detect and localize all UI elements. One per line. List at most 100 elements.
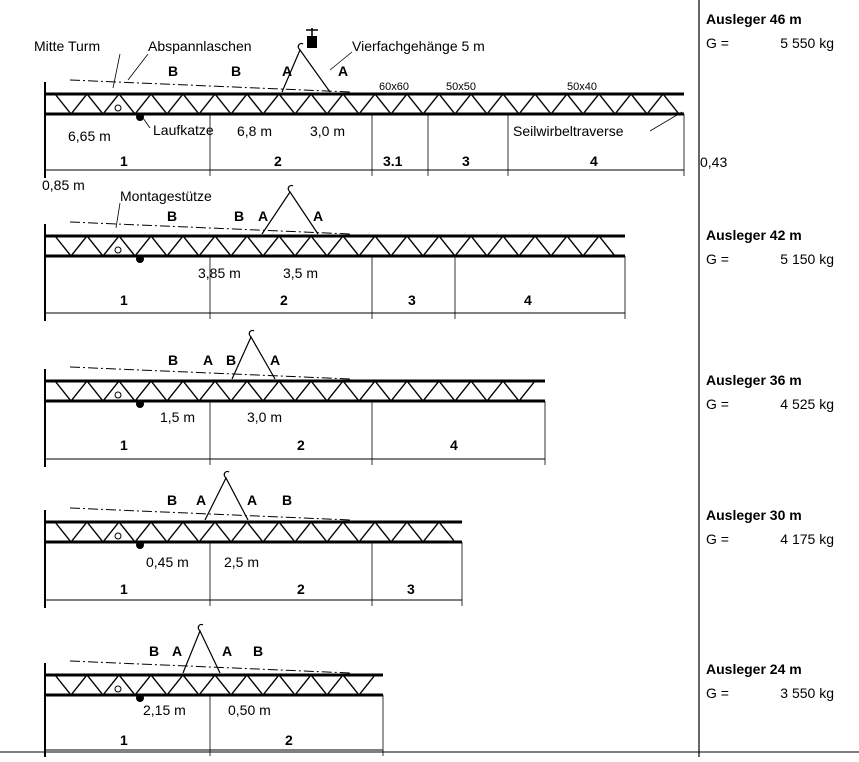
abspannlaschen-label: Abspannlaschen [148,38,252,54]
dim-215-label: 2,15 m [143,702,186,718]
panel-4-weight: 4 175 kg [780,531,834,547]
pin-label: A [222,643,232,659]
segment-label: 3 [408,292,416,308]
dim-35-label: 3,5 m [283,265,318,281]
panel-2-pins: B B A A [167,208,323,224]
tie-bar [69,366,351,380]
segment-label: 2 [285,732,293,748]
segment-label: 3 [462,153,470,169]
panel-2-info: Ausleger 42 m G = 5 150 kg [706,227,834,267]
pin-label: B [167,208,177,224]
pin-label: A [270,352,280,368]
dim-30b-label: 3,0 m [247,409,282,425]
seilwirbeltraverse-label: Seilwirbeltraverse [513,123,624,139]
panel-5-weight-prefix: G = [706,685,729,701]
pin-label: A [172,643,182,659]
section-50x40-label: 50x40 [567,81,597,93]
pin-label: B [234,208,244,224]
panel-2-segments: 1 2 3 4 [120,292,532,308]
sling [231,335,276,380]
panel-2-weight: 5 150 kg [780,251,834,267]
pin-label: A [313,208,323,224]
dim-25-label: 2,5 m [224,554,259,570]
segment-label: 3 [407,581,415,597]
segment-label: 1 [120,732,128,748]
trolley-icon [136,694,144,702]
dim-385-label: 3,85 m [198,265,241,281]
truss-layer [44,42,685,758]
section-50x50-label: 50x50 [446,81,476,93]
tie-bar [69,221,351,235]
pin-label: A [258,208,268,224]
segment-label: 2 [297,437,305,453]
dim-68-label: 6,8 m [237,123,272,139]
panel-3-weight-prefix: G = [706,396,729,412]
offset-085-label: 0,85 m [42,177,85,193]
panel-2-weight-prefix: G = [706,251,729,267]
crane-hook-icon [197,623,204,632]
crane-hook-icon [223,470,230,479]
pin-label: A [247,492,257,508]
panel-1-weight-prefix: G = [706,35,729,51]
laufkatze-label: Laufkatze [153,122,214,138]
segment-label: 3.1 [383,153,403,169]
truss-panel-3 [44,329,546,467]
pin-label: A [203,352,213,368]
panel-4-pins: B A A B [167,492,292,508]
crane-hook-icon [248,329,255,338]
tip-extension-label: 0,43 [700,154,727,170]
montagestuetze-leader [115,202,121,229]
dim-15-label: 1,5 m [160,409,195,425]
truss-panel-5 [44,623,384,758]
sling [204,476,249,521]
trolley-icon [136,113,144,121]
panel-1-segments: 1 2 3.1 3 4 [120,153,598,169]
panel-3-title: Ausleger 36 m [706,372,802,388]
pin-label: A [338,63,348,79]
truss-panel-4 [44,470,463,608]
tie-bar [69,507,351,521]
pin-label: A [196,492,206,508]
support-pin [114,685,122,693]
section-60x60-label: 60x60 [379,81,409,93]
segment-label: 2 [280,292,288,308]
panel-4-info: Ausleger 30 m G = 4 175 kg [706,507,834,547]
segment-label: 2 [274,153,282,169]
sling [261,190,319,235]
seilwirbeltraverse-leader [649,111,683,132]
panel-4-title: Ausleger 30 m [706,507,802,523]
dim-30-label: 3,0 m [310,123,345,139]
mitte-turm-leader [112,53,121,89]
panel-1-pins: B B A A [168,63,348,79]
dim-050-label: 0,50 m [228,702,271,718]
panel-3-pins: B A B A [168,352,280,368]
panel-5-pins: B A A B [149,643,263,659]
pin-label: B [231,63,241,79]
panel-4-segments: 1 2 3 [120,581,415,597]
truss-lacing [54,520,456,544]
support-pin [114,532,122,540]
segment-label: 1 [120,437,128,453]
panel-1-info: Ausleger 46 m G = 5 550 kg [706,11,834,51]
pin-label: B [149,643,159,659]
support-pin [114,104,122,112]
crane-hook-icon [306,28,318,48]
pin-label: B [226,352,236,368]
truss-panel-2 [44,184,626,321]
panel-3-info: Ausleger 36 m G = 4 525 kg [706,372,834,412]
panel-1-title: Ausleger 46 m [706,11,802,27]
abspannlaschen-leader [127,53,149,81]
support-pin [114,246,122,254]
panel-3-weight: 4 525 kg [780,396,834,412]
panel-4-weight-prefix: G = [706,531,729,547]
mitte-turm-label: Mitte Turm [34,38,100,54]
truss-lacing [54,92,680,116]
dim-045-label: 0,45 m [146,554,189,570]
panel-5-segments: 1 2 [120,732,293,748]
panel-5-info: Ausleger 24 m G = 3 550 kg [706,661,834,701]
laufkatze-leader [142,117,151,129]
crane-hook-icon [287,184,294,193]
pin-label: B [168,352,178,368]
panel-3-segments: 1 2 4 [120,437,458,453]
